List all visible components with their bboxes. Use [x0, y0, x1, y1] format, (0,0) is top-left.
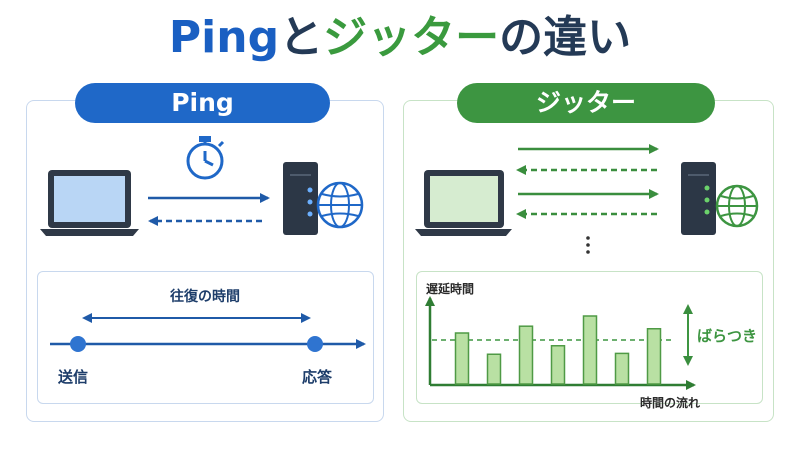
server-icon: [283, 162, 318, 235]
chart-bar-7: [646, 328, 662, 385]
reply-label: 応答: [302, 368, 333, 386]
stopwatch-icon: [186, 136, 225, 180]
title-to: と: [279, 12, 324, 63]
variance-label: ばらつき: [697, 327, 758, 345]
chart-bar-1: [454, 332, 470, 385]
y-axis-label: 遅延時間: [426, 282, 475, 296]
chart-bar-2: [486, 353, 502, 385]
send-label: 送信: [58, 368, 89, 386]
chart-bar-6: [614, 352, 630, 385]
title-difference: の違い: [499, 12, 632, 63]
chart-bar-4: [550, 345, 566, 385]
laptop-icon: [40, 170, 139, 236]
title-ping: Ping: [168, 12, 280, 63]
chart-bar-3: [518, 325, 534, 385]
globe-icon-jitter: [715, 184, 759, 228]
ellipsis-icon: [586, 236, 590, 254]
laptop-icon-jitter: [415, 170, 512, 236]
title-jitter: ジッター: [323, 12, 500, 63]
x-axis-label: 時間の流れ: [640, 396, 701, 410]
jitter-header: ジッター: [457, 83, 715, 123]
reply-point: [307, 336, 323, 352]
globe-icon: [316, 181, 364, 229]
round-trip-label: 往復の時間: [170, 289, 240, 305]
ping-timeline-box: [37, 271, 374, 404]
page-title: Pingとジッターの違い: [0, 8, 800, 68]
chart-bar-5: [582, 315, 598, 385]
ping-header: Ping: [75, 83, 330, 123]
server-icon-jitter: [681, 162, 716, 235]
jitter-chart-box: [416, 271, 763, 404]
chart-bars: [454, 315, 662, 385]
send-point: [70, 336, 86, 352]
